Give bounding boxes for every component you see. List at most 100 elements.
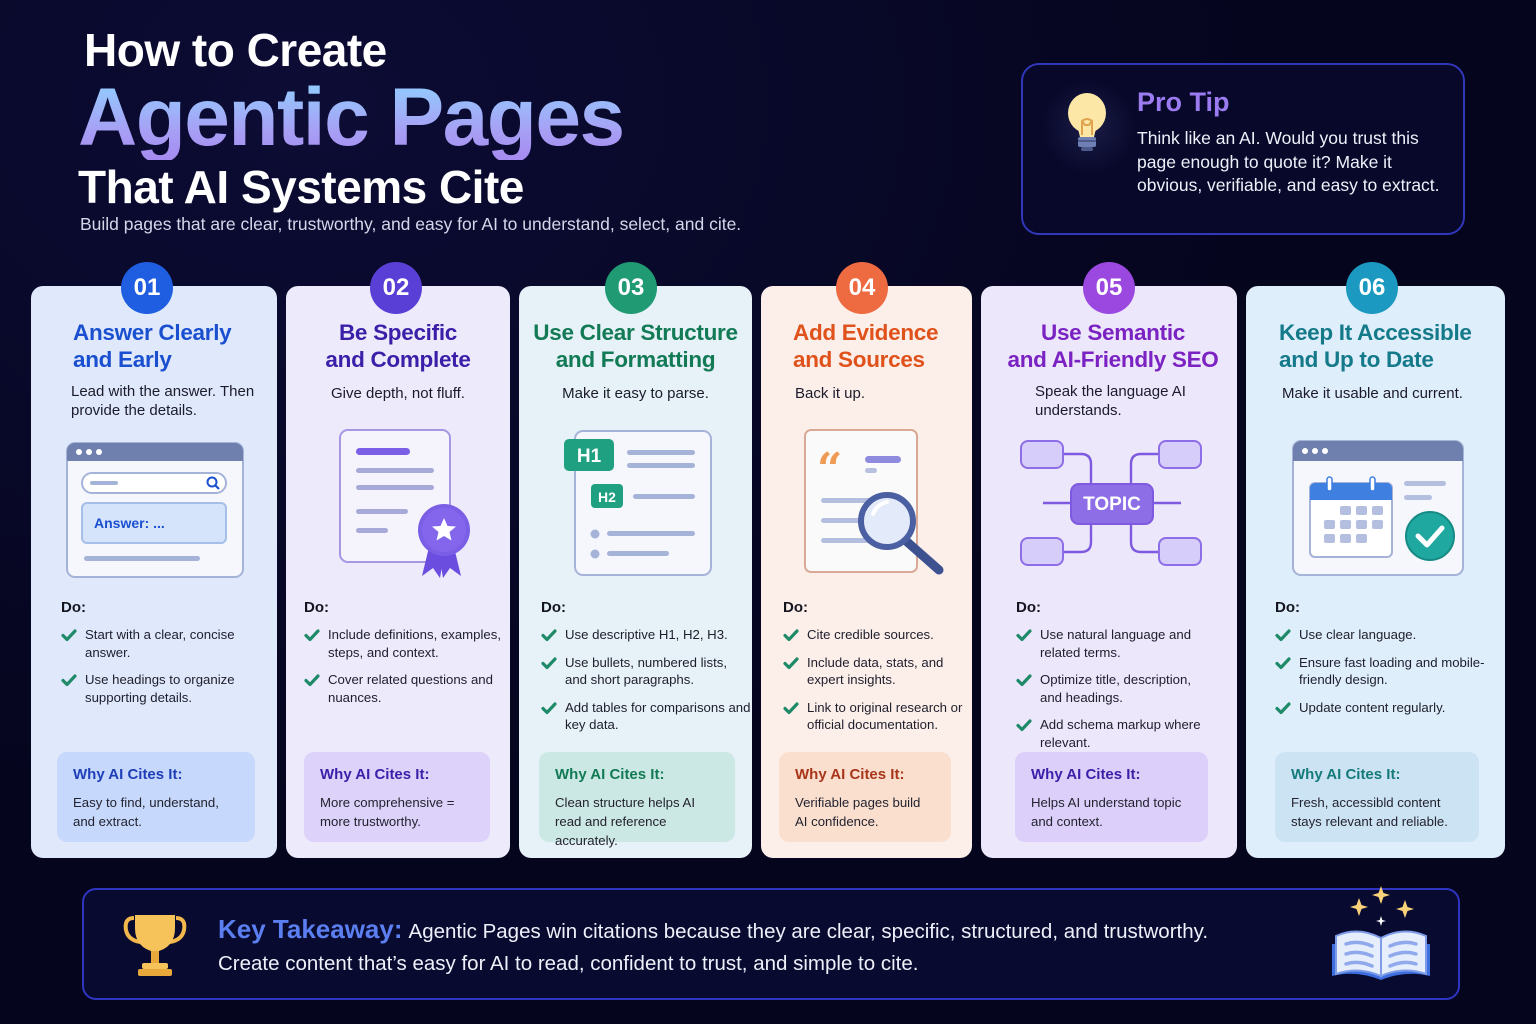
why-title: Why AI Cites It: [320,766,430,783]
heading-structure-icon: H1 H2 [564,430,712,576]
why-body: Easy to find, understand, and extract. [73,795,219,829]
check-icon [304,674,320,687]
card-title: Keep It Accessible and Up to Date [1279,320,1472,372]
takeaway-line-1: Key Takeaway:Agentic Pages win citations… [218,914,1209,944]
do-list: Cite credible sources. Include data, sta… [783,626,971,744]
do-item: Use descriptive H1, H2, H3. [541,626,751,644]
why-body: Helps AI understand topic and context. [1031,795,1182,829]
svg-text:H2: H2 [598,489,616,505]
do-item: Include data, stats, and expert insights… [783,654,971,689]
do-list: Use descriptive H1, H2, H3. Use bullets,… [541,626,751,744]
step-badge-03: 03 [605,262,657,314]
step-badge-05: 05 [1083,262,1135,314]
pro-tip-body: Think like an AI. Would you trust this p… [1137,128,1440,195]
check-icon [61,674,77,687]
hero-title: How to Create Agentic Pages That AI Syst… [78,24,625,214]
check-icon [1016,629,1032,642]
trophy-icon [123,915,187,976]
do-item: Use natural language and related terms. [1016,626,1216,661]
check-icon [1275,629,1291,642]
do-label: Do: [783,599,808,616]
check-icon [1016,719,1032,732]
svg-text:“: “ [817,444,842,495]
do-item: Use bullets, numbered lists, and short p… [541,654,751,689]
page-subtitle: Build pages that are clear, trustworthy,… [80,214,742,234]
why-box: Why AI Cites It: Fresh, accessibld conte… [1275,752,1479,842]
step-badge-02: 02 [370,262,422,314]
check-icon [783,629,799,642]
do-item: Use headings to organize supporting deta… [61,671,261,706]
check-icon [783,656,799,669]
why-box: Why AI Cites It: Verifiable pages build … [779,752,951,842]
check-icon [1275,701,1291,714]
do-label: Do: [61,599,86,616]
quote-magnifier-icon: “ [804,429,944,575]
do-item: Cover related questions and nuances. [304,671,508,706]
why-title: Why AI Cites It: [555,766,665,783]
card-be-specific: Be Specific and Complete Give depth, not… [286,286,510,858]
lightbulb-icon [1068,93,1106,151]
do-item: Add tables for comparisons and key data. [541,699,751,734]
card-accessible-up-to-date: Keep It Accessible and Up to Date Make i… [1246,286,1505,858]
do-item: Cite credible sources. [783,626,971,644]
card-answer-clearly: Answer Clearly and Early Lead with the a… [31,286,277,858]
title-line-3: That AI Systems Cite [78,161,524,213]
do-label: Do: [1016,599,1041,616]
card-title: Use Clear Structure and Formatting [533,320,738,372]
why-box: Why AI Cites It: Easy to find, understan… [57,752,255,842]
do-list: Include definitions, examples, steps, an… [304,626,508,716]
why-title: Why AI Cites It: [1031,766,1141,783]
check-icon [61,629,77,642]
card-subtitle: Lead with the answer. Then provide the d… [71,383,255,419]
do-item: Include definitions, examples, steps, an… [304,626,508,661]
why-body: Fresh, accessibld content stays relevant… [1291,795,1448,829]
step-badge-01: 01 [121,262,173,314]
card-semantic-seo: Use Semantic and AI-Friendly SEO Speak t… [981,286,1237,858]
card-subtitle: Give depth, not fluff. [331,385,465,402]
card-add-evidence: Add Evidence and Sources Back it up. “ D… [761,286,972,858]
do-label: Do: [304,599,329,616]
document-award-icon [339,429,470,578]
why-box: Why AI Cites It: Clean structure helps A… [539,752,735,848]
step-badge-04: 04 [836,262,888,314]
svg-text:H1: H1 [577,446,602,467]
card-subtitle: Make it easy to parse. [562,385,709,402]
key-takeaway-box: Key Takeaway:Agentic Pages win citations… [82,886,1460,1000]
card-subtitle: Make it usable and current. [1282,385,1463,402]
calendar-check-icon [1292,440,1464,576]
do-list: Use natural language and related terms. … [1016,626,1216,751]
card-clear-structure: Use Clear Structure and Formatting Make … [519,286,752,858]
card-title: Use Semantic and AI-Friendly SEO [1007,320,1219,372]
card-subtitle: Back it up. [795,385,866,402]
do-list: Start with a clear, concise answer. Use … [61,626,261,716]
open-book-sparkles-icon [1332,886,1430,980]
do-item: Start with a clear, concise answer. [61,626,261,661]
why-body: Verifiable pages build AI confidence. [795,795,921,829]
do-item: Ensure fast loading and mobile-friendly … [1275,654,1495,689]
svg-text:TOPIC: TOPIC [1083,494,1141,515]
svg-text:Answer: ...: Answer: ... [94,515,165,531]
pro-tip-box: Pro Tip Think like an AI. Would you trus… [1021,63,1465,235]
topic-map-icon: TOPIC [1020,440,1202,566]
check-icon [1016,674,1032,687]
check-icon [783,701,799,714]
why-title: Why AI Cites It: [73,766,183,783]
do-item: Add schema markup where relevant. [1016,716,1216,751]
card-title: Be Specific and Complete [325,320,471,372]
do-item: Link to original research or official do… [783,699,971,734]
card-title: Add Evidence and Sources [793,320,939,372]
pro-tip-title: Pro Tip [1137,87,1230,117]
why-box: Why AI Cites It: Helps AI understand top… [1015,752,1208,842]
do-item: Optimize title, description, and heading… [1016,671,1216,706]
title-line-1: How to Create [84,24,387,76]
why-body: Clean structure helps AI read and refere… [555,795,696,848]
check-icon [1275,656,1291,669]
do-label: Do: [541,599,566,616]
why-box: Why AI Cites It: More comprehensive = mo… [304,752,490,842]
takeaway-line-2: Create content that’s easy for AI to rea… [218,952,919,975]
why-body: More comprehensive = more trustworthy. [320,795,455,829]
do-item: Use clear language. [1275,626,1495,644]
do-item: Update content regularly. [1275,699,1495,717]
title-line-2: Agentic Pages [78,72,625,163]
step-badge-06: 06 [1346,262,1398,314]
